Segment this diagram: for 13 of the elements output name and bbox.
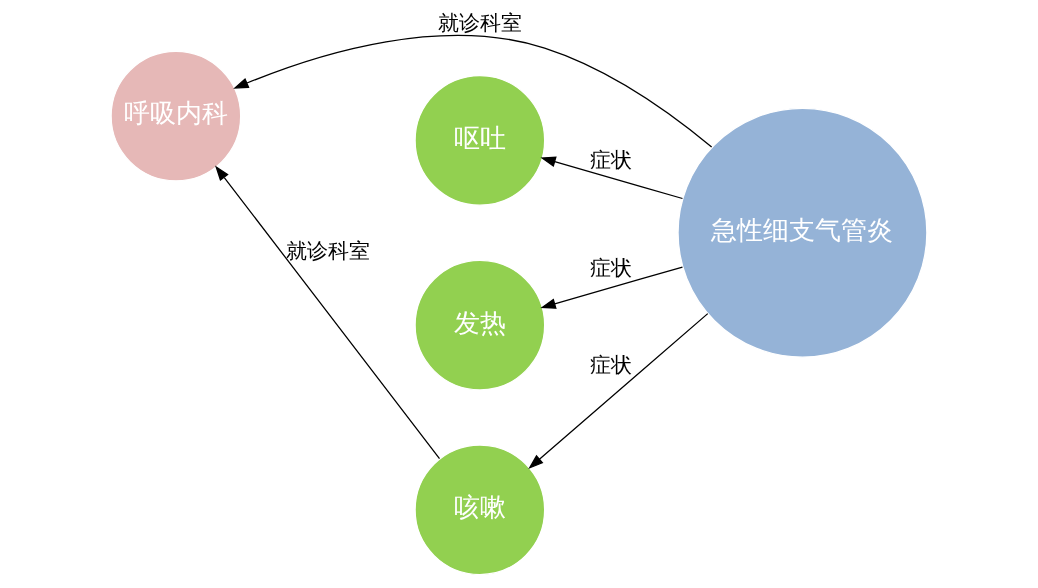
arrow bbox=[215, 165, 441, 460]
edge-label: 症状 bbox=[590, 148, 633, 173]
node-circle: 急性细支气管炎 bbox=[677, 107, 928, 358]
arrow bbox=[540, 156, 684, 200]
node-circle: 呕吐 bbox=[414, 75, 546, 206]
node-circle: 发热 bbox=[414, 259, 546, 391]
edge-label: 症状 bbox=[590, 353, 633, 378]
edge-label: 就诊科室 bbox=[437, 10, 522, 35]
arrow bbox=[540, 266, 684, 309]
edge-label: 症状 bbox=[590, 255, 633, 280]
edge-label: 就诊科室 bbox=[285, 239, 370, 264]
arrow bbox=[233, 34, 713, 148]
arrow bbox=[528, 313, 709, 470]
